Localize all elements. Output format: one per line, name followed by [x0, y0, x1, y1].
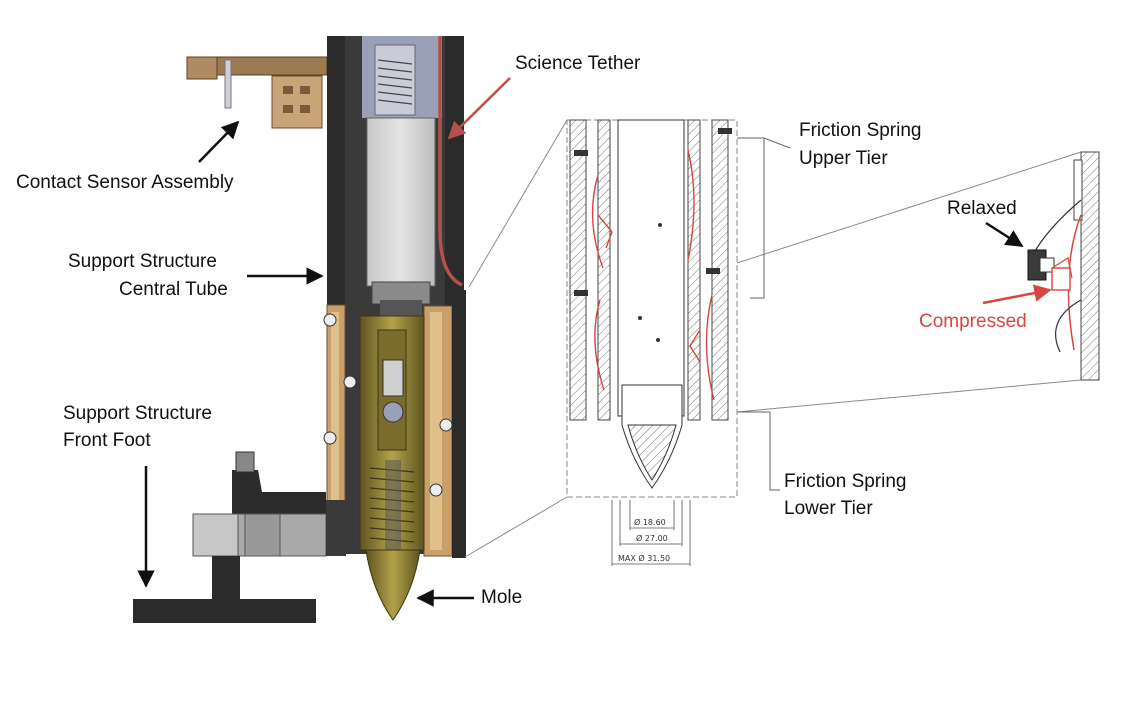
zoom-detail	[1027, 151, 1100, 381]
science-tether-line	[438, 36, 463, 287]
front-foot-label-line2: Front Foot	[63, 430, 151, 451]
contact-sensor-label: Contact Sensor Assembly	[16, 172, 234, 193]
science-tether-label: Science Tether	[515, 53, 641, 74]
friction-spring-column-right	[423, 290, 466, 558]
friction-upper-label-line2: Upper Tier	[799, 148, 888, 169]
relaxed-arrow	[985, 221, 1024, 248]
mole-body-part	[359, 315, 425, 621]
central-tube-label-line2: Central Tube	[119, 279, 228, 300]
central-tube-label-line1: Support Structure	[68, 251, 217, 272]
mole-label: Mole	[481, 587, 523, 608]
dim-text-1: Ø 18.60	[634, 517, 666, 527]
projection-lines	[464, 119, 1082, 558]
dim-text-3: MAX Ø 31.50	[618, 553, 670, 563]
front-foot-label-line1: Support Structure	[63, 403, 212, 424]
main-assembly	[133, 36, 466, 623]
dim-text-2: Ø 27.00	[636, 533, 668, 543]
friction-spring-column-left	[323, 304, 357, 556]
detail-section: Ø 18.60 Ø 27.00 MAX Ø 31.50	[566, 119, 791, 566]
compressed-arrow	[982, 284, 1052, 305]
front-foot-part	[133, 451, 346, 623]
leader-arrows	[137, 77, 1052, 607]
friction-lower-label-line2: Lower Tier	[784, 498, 873, 519]
friction-upper-label-line1: Friction Spring	[799, 120, 922, 141]
compressed-label: Compressed	[919, 311, 1027, 332]
contact-sensor-arrow	[198, 120, 240, 163]
friction-spring-arcs	[591, 149, 715, 401]
science-tether-arrow	[447, 77, 511, 140]
relaxed-label: Relaxed	[947, 198, 1017, 219]
friction-lower-label-line1: Friction Spring	[784, 471, 907, 492]
contact-sensor-assembly-part	[186, 56, 328, 129]
